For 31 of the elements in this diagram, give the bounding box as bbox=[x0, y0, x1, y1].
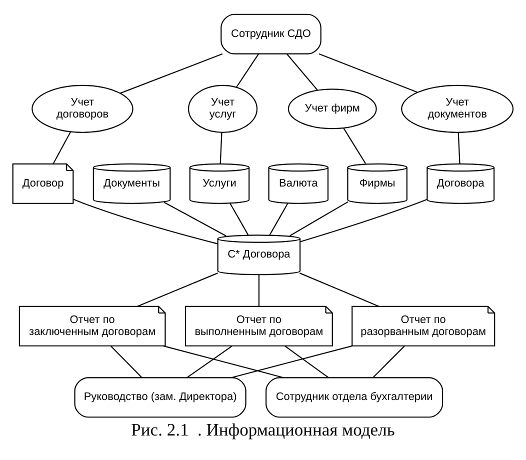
connector bbox=[318, 53, 418, 93]
connector bbox=[220, 132, 222, 164]
node-box: Сотрудник отдела бухгалтерии bbox=[266, 377, 444, 418]
connector bbox=[284, 346, 329, 378]
connector bbox=[120, 53, 223, 94]
connector bbox=[236, 54, 260, 88]
node-ellipse: Учет договоров bbox=[32, 84, 134, 133]
connector bbox=[343, 128, 366, 164]
connector bbox=[300, 199, 427, 242]
connector bbox=[231, 345, 352, 378]
connector bbox=[258, 274, 260, 306]
connector bbox=[458, 132, 460, 164]
connector bbox=[230, 203, 249, 236]
caption: Рис. 2.1 . Информационная модель bbox=[131, 420, 395, 440]
connector bbox=[73, 198, 218, 244]
connector bbox=[137, 272, 218, 307]
node-box: Руководство (зам. Директора) bbox=[74, 377, 246, 418]
connector bbox=[372, 346, 405, 378]
node-ellipse: Учет фирм bbox=[288, 88, 377, 130]
node-box: Сотрудник СДО bbox=[220, 14, 322, 54]
connector bbox=[52, 132, 72, 164]
node-ellipse: Учет документов bbox=[401, 84, 514, 133]
connector bbox=[290, 201, 348, 236]
connector bbox=[186, 346, 232, 378]
connector bbox=[164, 202, 226, 236]
connector bbox=[163, 345, 284, 378]
connector bbox=[299, 272, 380, 307]
connector bbox=[286, 54, 318, 90]
connector bbox=[269, 203, 288, 236]
node-ellipse: Учет услуг bbox=[188, 84, 258, 133]
connector bbox=[110, 346, 142, 378]
